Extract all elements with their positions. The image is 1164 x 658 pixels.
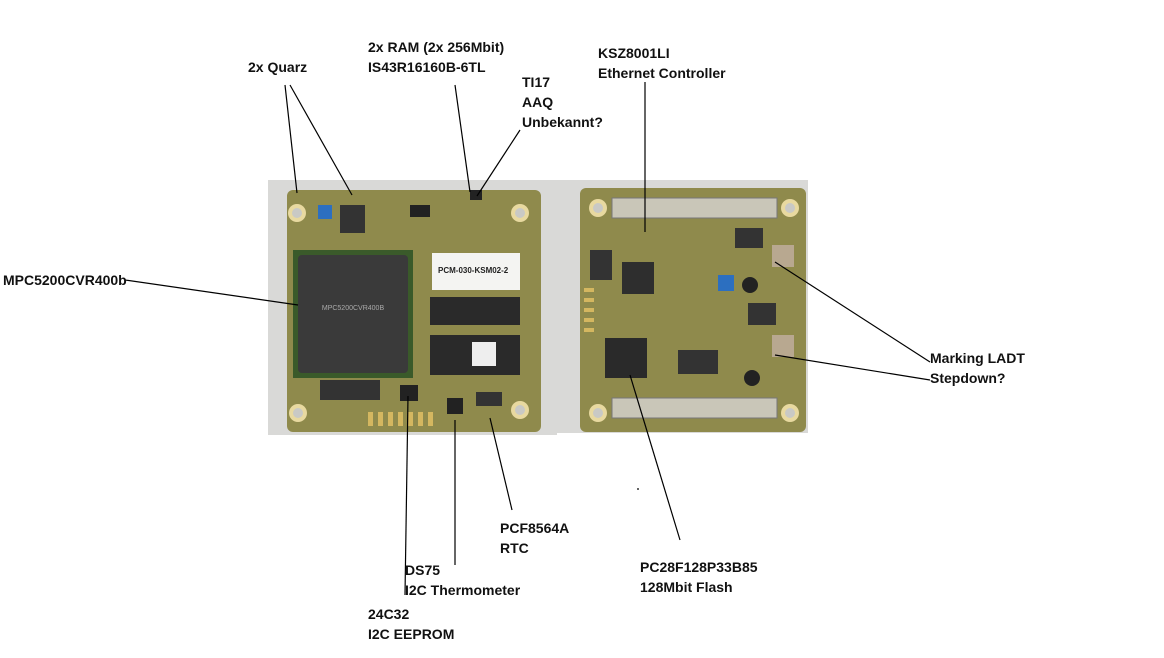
sticker-text: PCM-030-KSM02-2	[438, 266, 509, 275]
flash-chip	[605, 338, 647, 378]
top-connector	[611, 197, 778, 219]
leader-ti17	[476, 129, 521, 197]
leader-quarz-2	[289, 84, 353, 196]
bottom-connector	[611, 397, 778, 419]
leader-lines	[124, 82, 931, 596]
ram-chip	[430, 297, 520, 325]
leader-mpc	[124, 279, 299, 306]
leader-eeprom	[404, 395, 409, 596]
ksz8001-chip	[622, 262, 654, 294]
leader-flash	[629, 374, 681, 541]
leader-marking-2	[774, 354, 931, 381]
svg-text:MPC5200CVR400B: MPC5200CVR400B	[322, 305, 385, 312]
ds75-chip	[447, 398, 463, 414]
mpc5200-chip	[298, 255, 408, 373]
label-ram: 2x RAM (2x 256Mbit)IS43R16160B-6TL	[368, 39, 505, 75]
qr-sticker	[472, 342, 496, 366]
eeprom-chip	[400, 385, 418, 401]
label-quarz: 2x Quarz	[248, 59, 308, 75]
label-mpc5200: MPC5200CVR400b	[3, 272, 127, 288]
leader-quarz-1	[284, 84, 298, 194]
leader-pcf	[489, 417, 513, 511]
module-sticker	[432, 253, 520, 290]
leader-ram	[454, 84, 471, 193]
leader-marking-1	[774, 261, 931, 363]
chip	[340, 205, 365, 233]
rtc-chip	[476, 392, 502, 406]
logo-sticker	[318, 205, 332, 219]
